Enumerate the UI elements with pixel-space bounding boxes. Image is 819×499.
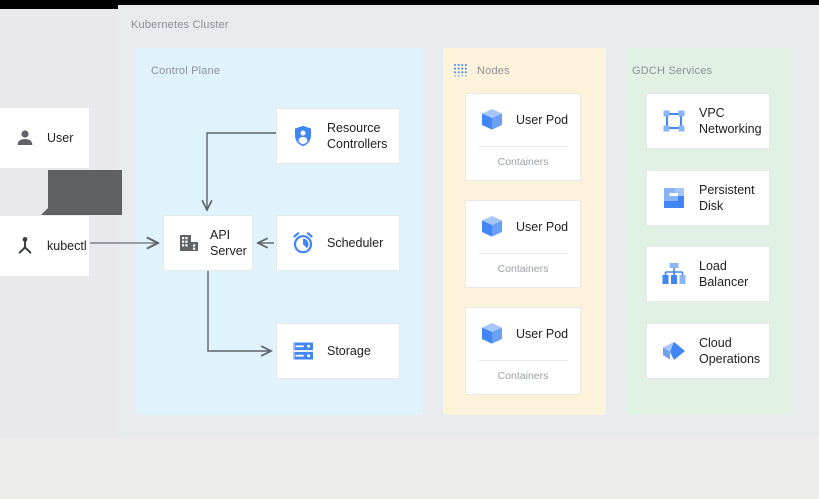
- card-vpc-networking[interactable]: VPC Networking: [646, 93, 770, 149]
- panel-label-control-plane: Control Plane: [151, 65, 221, 77]
- card-storage-label: Storage: [327, 344, 371, 358]
- vpc-network-icon: [661, 108, 687, 134]
- card-scheduler[interactable]: Scheduler: [276, 215, 400, 271]
- card-api-server-label: API Server: [210, 228, 247, 258]
- pod-sublabel: Containers: [497, 156, 549, 168]
- card-user-pod-label: User Pod: [516, 220, 569, 234]
- card-persistent-disk-label: Persistent Disk: [699, 183, 755, 213]
- card-kubectl-label: kubectl: [47, 239, 87, 253]
- load-balancer-icon: [661, 261, 687, 287]
- kubectl-icon: [15, 236, 35, 256]
- user-icon: [15, 128, 35, 148]
- card-resource-controllers-label: Resource Controllers: [327, 121, 388, 151]
- pod-header: User Pod: [466, 308, 580, 360]
- card-user-pod[interactable]: User Pod Containers: [465, 93, 581, 181]
- card-persistent-disk[interactable]: Persistent Disk: [646, 170, 770, 226]
- dotted-grid-icon: [452, 62, 468, 78]
- persistent-disk-icon: [661, 185, 687, 211]
- card-storage[interactable]: Storage: [276, 323, 400, 379]
- page-title: Kubernetes Cluster: [131, 19, 229, 31]
- top-left-black-bar: [0, 0, 118, 9]
- cube-icon: [479, 214, 505, 240]
- card-scheduler-label: Scheduler: [327, 236, 384, 250]
- building-icon: [178, 232, 200, 254]
- card-api-server[interactable]: API Server: [163, 215, 253, 271]
- card-user-pod-label: User Pod: [516, 327, 569, 341]
- shield-person-icon: [291, 124, 315, 148]
- pod-divider: [478, 146, 568, 147]
- card-resource-controllers[interactable]: Resource Controllers: [276, 108, 400, 164]
- card-user-pod[interactable]: User Pod Containers: [465, 200, 581, 288]
- card-user[interactable]: User: [0, 107, 90, 169]
- card-cloud-operations[interactable]: Cloud Operations: [646, 323, 770, 379]
- cube-icon: [479, 321, 505, 347]
- cloud-operations-icon: [661, 338, 687, 364]
- pod-header: User Pod: [466, 94, 580, 146]
- panel-label-gdch-services: GDCH Services: [632, 65, 713, 77]
- card-user-pod[interactable]: User Pod Containers: [465, 307, 581, 395]
- card-cloud-operations-label: Cloud Operations: [699, 336, 761, 366]
- card-load-balancer[interactable]: Load Balancer: [646, 246, 770, 302]
- panel-label-nodes: Nodes: [477, 65, 510, 77]
- top-black-bar: [0, 0, 819, 5]
- card-user-label: User: [47, 131, 74, 145]
- tooltip-popup: [48, 170, 122, 215]
- card-load-balancer-label: Load Balancer: [699, 259, 749, 289]
- pod-divider: [478, 360, 568, 361]
- card-vpc-networking-label: VPC Networking: [699, 106, 762, 136]
- server-rack-icon: [291, 340, 315, 362]
- card-user-pod-label: User Pod: [516, 113, 569, 127]
- cube-icon: [479, 107, 505, 133]
- card-kubectl[interactable]: kubectl: [0, 215, 90, 277]
- pod-sublabel: Containers: [497, 263, 549, 275]
- tooltip-pointer: [40, 208, 48, 216]
- pod-divider: [478, 253, 568, 254]
- alarm-clock-icon: [291, 231, 315, 255]
- page-bottom-area: [0, 437, 819, 499]
- pod-header: User Pod: [466, 201, 580, 253]
- pod-sublabel: Containers: [497, 370, 549, 382]
